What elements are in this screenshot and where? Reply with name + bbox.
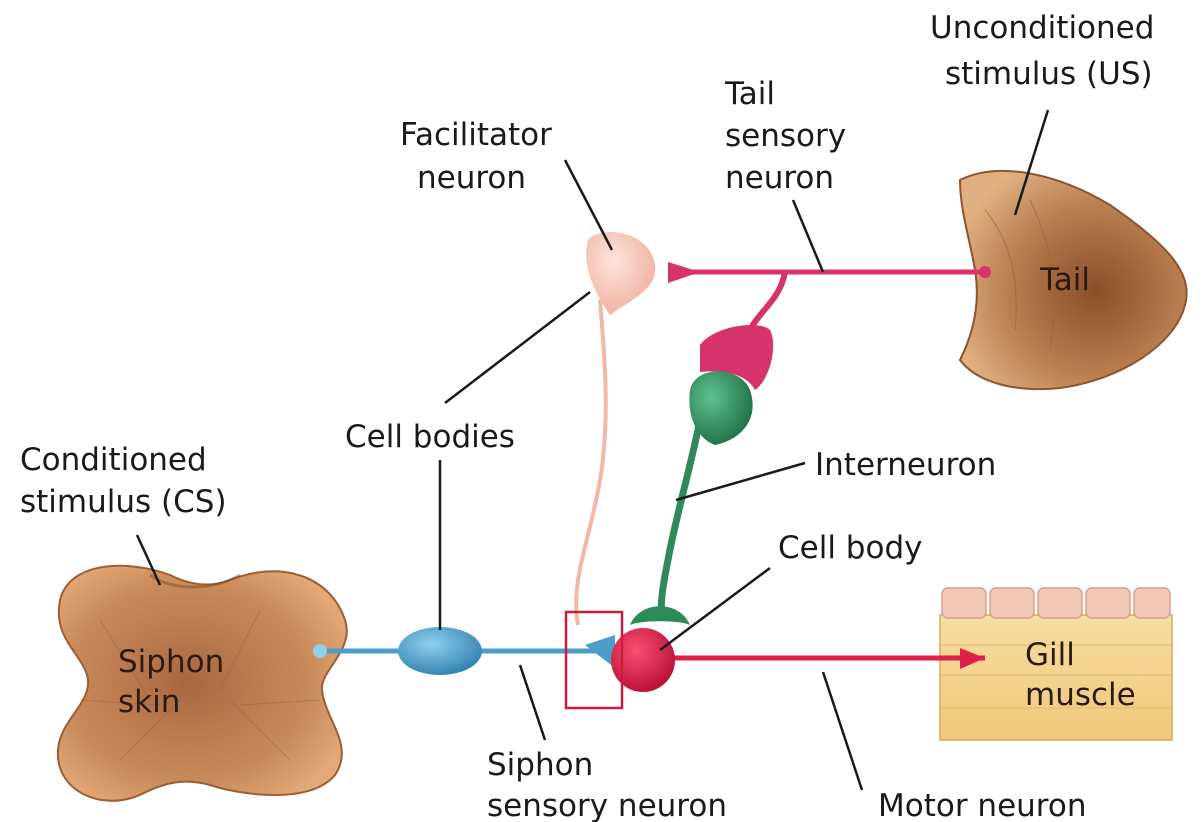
label-cell-bodies: Cell bodies [345, 419, 515, 455]
label-gill-line2: muscle [1025, 677, 1136, 713]
label-interneuron: Interneuron [815, 447, 996, 483]
label-siphon-sensory-line2: sensory neuron [487, 788, 727, 822]
siphon-skin-tissue [58, 566, 347, 801]
label-siphon-sensory-line1: Siphon [487, 747, 593, 783]
label-siphon-skin-line1: Siphon [118, 644, 224, 680]
tail-sensory-neuron [668, 262, 991, 390]
label-facilitator-line2: neuron [417, 160, 526, 196]
label-motor-neuron: Motor neuron [878, 788, 1086, 822]
facilitator-neuron [576, 232, 655, 625]
motor-neuron [611, 628, 985, 692]
label-unconditioned-line1: Unconditioned [930, 10, 1154, 46]
label-tail-sensory-line1: Tail [724, 76, 775, 112]
label-tail-sensory-line3: neuron [725, 160, 834, 196]
label-tail: Tail [1039, 262, 1090, 298]
label-siphon-skin-line2: skin [118, 684, 180, 720]
siphon-sensory-neuron [313, 627, 615, 675]
label-tail-sensory-line2: sensory [725, 118, 846, 154]
interneuron [630, 371, 753, 625]
label-cell-body: Cell body [778, 530, 922, 566]
label-facilitator-line1: Facilitator [400, 117, 552, 153]
label-unconditioned-line2: stimulus (US) [945, 56, 1153, 92]
label-conditioned-line2: stimulus (CS) [20, 484, 227, 520]
label-gill-line1: Gill [1025, 637, 1075, 673]
label-conditioned-line1: Conditioned [20, 442, 207, 478]
